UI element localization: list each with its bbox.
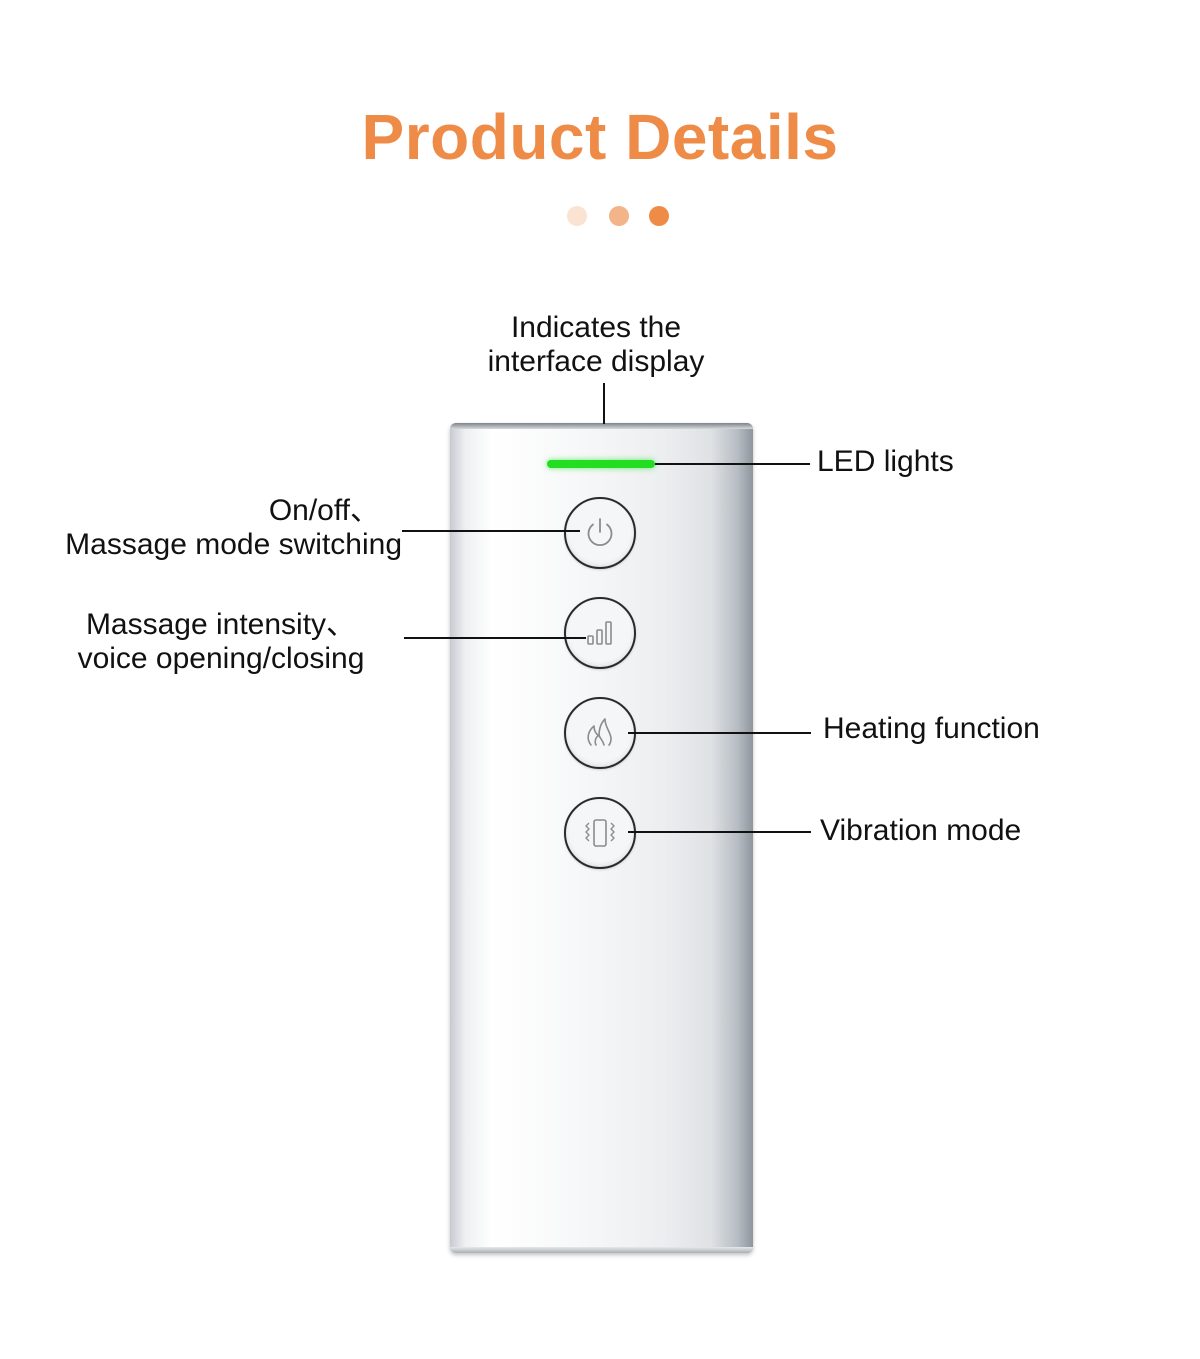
dot-medium <box>609 206 629 226</box>
flame-icon <box>587 718 612 746</box>
power-button[interactable] <box>564 497 636 569</box>
power-callout-label: On/off、 Massage mode switching <box>20 494 402 562</box>
display-leader-line <box>603 383 605 424</box>
intensity-leader-line <box>404 637 586 639</box>
display-callout-line2: interface display <box>487 345 705 378</box>
power-callout-line2: Massage mode switching <box>65 528 402 561</box>
vibration-icon <box>585 819 615 847</box>
intensity-callout-label: Massage intensity、 voice opening/closing <box>40 608 402 676</box>
signal-bars-icon <box>587 621 612 645</box>
heating-callout-label: Heating function <box>823 712 1040 745</box>
intensity-button[interactable] <box>564 597 636 669</box>
vibration-leader-line <box>628 831 811 833</box>
vibration-button[interactable] <box>564 797 636 869</box>
dot-light <box>567 206 587 226</box>
power-leader-line <box>402 530 580 532</box>
power-callout-line1: On/off、 <box>268 494 380 527</box>
intensity-callout-line1: Massage intensity、 <box>85 608 357 641</box>
heating-leader-line <box>628 732 811 734</box>
led-leader-line <box>655 463 810 465</box>
dot-dark <box>649 206 669 226</box>
intensity-callout-line2: voice opening/closing <box>77 642 365 675</box>
display-callout-line1: Indicates the <box>510 311 682 344</box>
power-icon <box>587 518 613 546</box>
page-title: Product Details <box>361 101 839 173</box>
led-light-bar <box>547 460 655 468</box>
led-callout-label: LED lights <box>817 445 954 478</box>
display-callout-label: Indicates the interface display <box>460 311 732 379</box>
vibration-callout-label: Vibration mode <box>820 814 1022 847</box>
heating-button[interactable] <box>564 697 636 769</box>
